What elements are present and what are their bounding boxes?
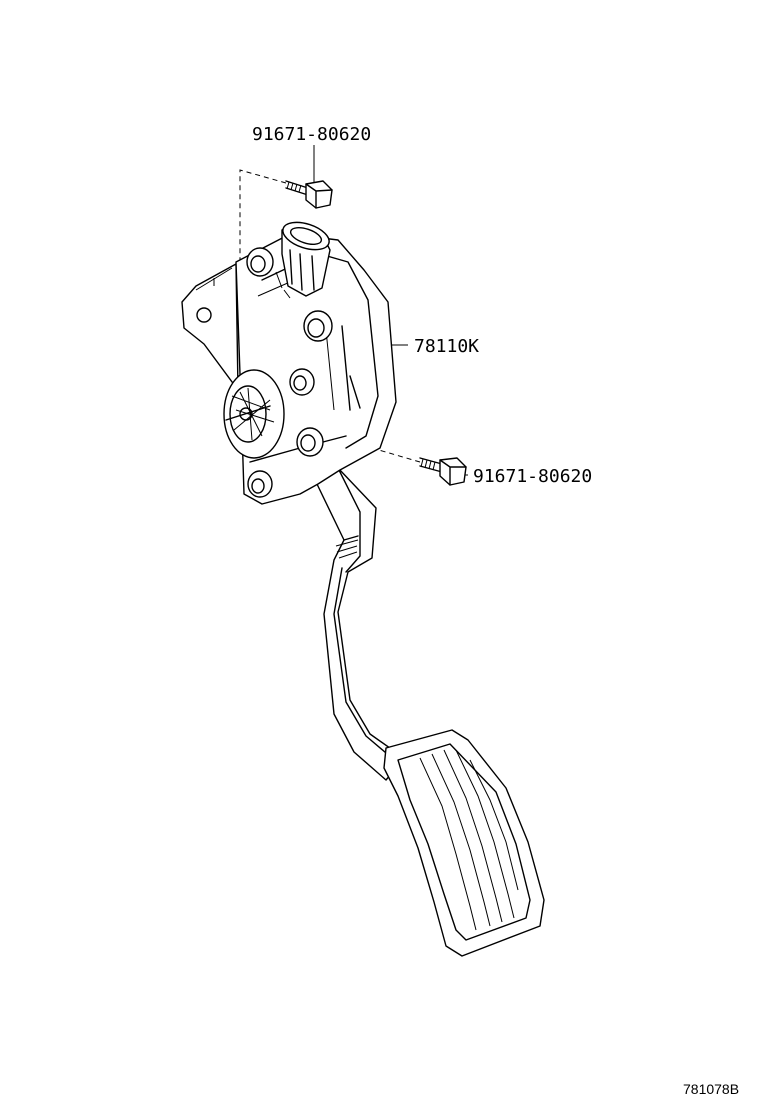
install-line-right-bolt: [371, 447, 421, 463]
part-label-bolt-right[interactable]: 91671-80620: [473, 466, 592, 487]
bolt-right[interactable]: [419, 457, 467, 486]
pedal-pad[interactable]: [383, 729, 545, 957]
boss-bottom-left: [247, 470, 273, 498]
pedal-hub: [223, 369, 285, 459]
boss-lower-right: [296, 427, 324, 457]
part-label-bolt-top[interactable]: 91671-80620: [252, 124, 371, 145]
mounting-hole: [196, 307, 212, 323]
figure-number: 781078B: [683, 1081, 739, 1097]
sensor-connector[interactable]: [275, 217, 333, 299]
boss-center: [289, 368, 315, 396]
bolt-top[interactable]: [285, 180, 333, 209]
pedal-arm: [315, 467, 405, 781]
boss-top-left: [246, 247, 274, 277]
part-label-pedal-assembly[interactable]: 78110K: [414, 336, 479, 357]
boss-mid-right: [303, 310, 333, 342]
pedal-housing: [181, 233, 397, 505]
